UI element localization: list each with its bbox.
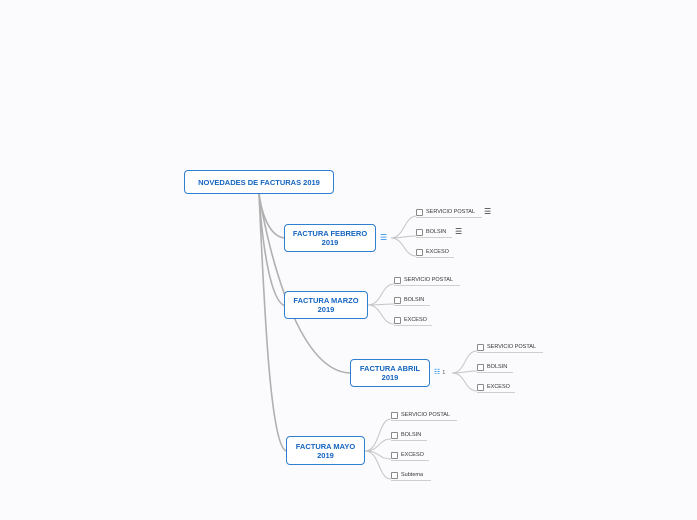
subtopic-servicio-postal[interactable]: SERVICIO POSTAL xyxy=(416,207,475,217)
subtopic-underline xyxy=(394,325,432,326)
checkbox-icon[interactable] xyxy=(394,316,401,324)
subtopic-label: SERVICIO POSTAL xyxy=(426,209,476,215)
notes-icon[interactable]: ☰ xyxy=(455,227,463,236)
subtopic-label: SERVICIO POSTAL xyxy=(487,344,537,350)
checkbox-icon[interactable] xyxy=(391,431,398,439)
connector-abril-item xyxy=(451,350,478,374)
subtopic-servicio-postal[interactable]: SERVICIO POSTAL xyxy=(477,342,536,352)
checkbox-icon[interactable] xyxy=(394,276,401,284)
topic-label: FACTURA MAYO 2019 xyxy=(295,441,356,460)
subtopic-label: SERVICIO POSTAL xyxy=(401,412,451,418)
subtopic-exceso[interactable]: EXCESO xyxy=(394,315,427,325)
subtopic-bolsin[interactable]: BOLSIN xyxy=(394,295,424,305)
subtopic-underline xyxy=(391,420,457,421)
topic-factura-febrero[interactable]: FACTURA FEBRERO 2019 xyxy=(284,224,376,252)
connector-root-abril xyxy=(258,193,352,374)
subtopic-label: SERVICIO POSTAL xyxy=(404,277,454,283)
connector-febrero-item xyxy=(390,237,417,257)
subtopic-underline xyxy=(391,460,429,461)
connector-root-mayo xyxy=(258,193,288,452)
checkbox-icon[interactable] xyxy=(391,471,398,479)
topic-factura-abril[interactable]: FACTURA ABRIL 2019 xyxy=(350,359,430,387)
subtopic-underline xyxy=(416,217,482,218)
connector-mayo-item xyxy=(364,450,392,480)
subtopic-label: BOLSIN xyxy=(487,364,508,370)
root-topic-label: NOVEDADES DE FACTURAS 2019 xyxy=(198,177,320,187)
connector-mayo-item xyxy=(364,418,392,452)
subtopic-underline xyxy=(416,237,452,238)
subtopic-underline xyxy=(477,352,543,353)
connector-marzo-item xyxy=(367,304,395,325)
subtopic-servicio-postal[interactable]: SERVICIO POSTAL xyxy=(391,410,450,420)
root-topic[interactable]: NOVEDADES DE FACTURAS 2019 xyxy=(184,170,334,194)
subtopic-label: Subtema xyxy=(401,472,424,478)
task-list-glyph: ☷ xyxy=(434,369,441,376)
subtopic-exceso[interactable]: EXCESO xyxy=(477,382,510,392)
topic-label: FACTURA ABRIL 2019 xyxy=(359,364,421,382)
subtopic-underline xyxy=(394,285,460,286)
subtopic-bolsin[interactable]: BOLSIN xyxy=(477,362,507,372)
topic-factura-marzo[interactable]: FACTURA MARZO 2019 xyxy=(284,291,368,319)
subtopic-label: BOLSIN xyxy=(404,297,425,303)
subtopic-underline xyxy=(394,305,430,306)
task-count: 1 xyxy=(442,370,446,376)
checkbox-icon[interactable] xyxy=(391,411,398,419)
checkbox-icon[interactable] xyxy=(477,363,484,371)
subtopic-servicio-postal[interactable]: SERVICIO POSTAL xyxy=(394,275,453,285)
topic-label: FACTURA FEBRERO 2019 xyxy=(292,229,368,247)
notes-icon[interactable]: ☰ xyxy=(380,233,388,242)
checkbox-icon[interactable] xyxy=(416,248,423,256)
checkbox-icon[interactable] xyxy=(394,296,401,304)
subtopic-label: BOLSIN xyxy=(426,229,447,235)
subtopic-subtema[interactable]: Subtema xyxy=(391,470,423,480)
checkbox-icon[interactable] xyxy=(391,451,398,459)
subtopic-label: EXCESO xyxy=(487,384,510,390)
topic-label: FACTURA MARZO 2019 xyxy=(293,296,359,314)
task-list-icon[interactable]: ☷ 1 xyxy=(434,369,445,377)
notes-icon[interactable]: ☰ xyxy=(484,207,492,216)
subtopic-label: EXCESO xyxy=(401,452,424,458)
subtopic-exceso[interactable]: EXCESO xyxy=(391,450,424,460)
subtopic-underline xyxy=(477,372,513,373)
connector-febrero-item xyxy=(390,215,417,239)
subtopic-label: EXCESO xyxy=(404,317,427,323)
connector-mayo-item xyxy=(364,438,392,452)
subtopic-label: BOLSIN xyxy=(401,432,422,438)
connector-abril-item xyxy=(451,372,478,392)
checkbox-icon[interactable] xyxy=(477,343,484,351)
checkbox-icon[interactable] xyxy=(416,228,423,236)
subtopic-underline xyxy=(391,480,431,481)
checkbox-icon[interactable] xyxy=(416,208,423,216)
subtopic-bolsin[interactable]: BOLSIN xyxy=(416,227,446,237)
subtopic-label: EXCESO xyxy=(426,249,449,255)
subtopic-exceso[interactable]: EXCESO xyxy=(416,247,449,257)
subtopic-bolsin[interactable]: BOLSIN xyxy=(391,430,421,440)
connector-marzo-item xyxy=(367,283,395,306)
checkbox-icon[interactable] xyxy=(477,383,484,391)
subtopic-underline xyxy=(477,392,515,393)
subtopic-underline xyxy=(416,257,454,258)
topic-factura-mayo[interactable]: FACTURA MAYO 2019 xyxy=(286,436,365,465)
subtopic-underline xyxy=(391,440,427,441)
